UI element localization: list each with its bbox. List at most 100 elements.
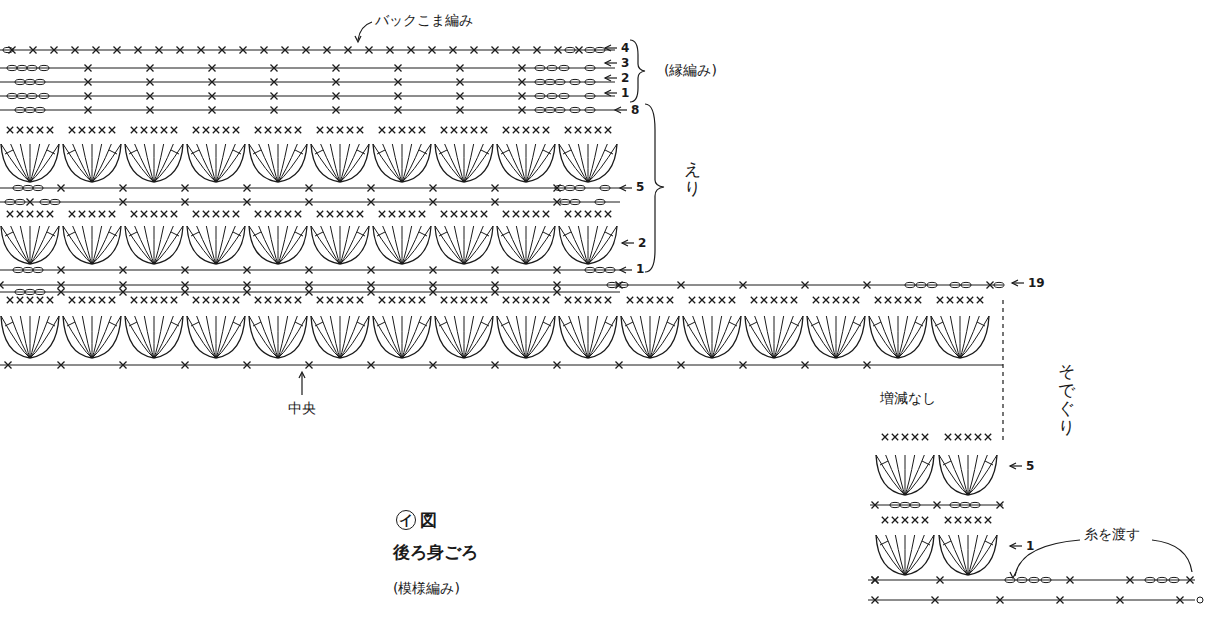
single-crochet-symbol [419,211,425,217]
treble-symbol [968,535,969,575]
single-crochet-symbol [872,577,879,584]
chain-symbol [1017,577,1027,582]
chain-symbol [15,289,25,294]
row-number: 1 [621,86,629,100]
single-crochet-symbol [430,267,437,274]
single-crochet-symbol [37,297,43,303]
chain-symbol [13,267,23,272]
shell-outline [869,316,898,358]
shell-outline [340,316,369,358]
treble-symbol [216,316,217,358]
chain-symbol [1157,577,1167,582]
treble-symbol [888,316,898,358]
chain-symbol [585,107,595,112]
stitch-line [5,232,13,236]
treble-symbol [92,316,93,358]
single-crochet-symbol [141,211,147,217]
treble-symbol [340,316,341,358]
treble-symbol [278,226,288,264]
shell-outline [373,144,402,182]
single-crochet-symbol [85,79,92,86]
stitch-line [67,232,75,236]
treble-symbol [886,455,905,495]
treble-symbol [30,144,31,182]
treble-symbol [340,144,369,182]
single-crochet-symbol [27,297,33,303]
single-crochet-symbol [554,282,561,289]
single-crochet-symbol [523,297,529,303]
single-crochet-symbol [182,362,189,369]
stitch-line [419,322,427,326]
single-crochet-symbol [771,297,777,303]
treble-symbol [578,316,588,358]
treble-symbol [311,226,340,264]
treble-symbol [392,316,402,358]
treble-symbol [73,226,92,264]
stitch-line [253,322,261,326]
chain-symbol [33,267,43,272]
treble-symbol [621,316,650,358]
single-crochet-symbol [399,211,405,217]
treble-symbol [216,144,226,182]
single-crochet-symbol [492,267,499,274]
single-crochet-symbol [368,282,375,289]
shell-outline [373,226,402,264]
single-crochet-symbol [616,362,623,369]
chain-symbol [15,199,25,204]
shell-outline [311,316,340,358]
stitch-line [377,150,385,154]
shell-outline [588,144,617,182]
treble-symbol [206,316,216,358]
treble-symbol [507,144,526,182]
single-crochet-symbol [58,289,65,296]
treble-symbol [73,144,92,182]
single-crochet-symbol [955,517,961,523]
row-number: 2 [621,71,629,85]
single-crochet-symbol [93,47,100,54]
shell-outline [1,144,30,182]
chain-symbol [555,185,565,190]
single-crochet-symbol [882,517,888,523]
treble-symbol [125,144,154,182]
single-crochet-symbol [347,127,353,133]
treble-symbol [836,316,837,358]
treble-symbol [905,455,906,495]
single-crochet-symbol [327,297,333,303]
shell-outline [526,144,555,182]
arrow-head [605,75,611,81]
chain-symbol [7,65,17,70]
treble-symbol [712,316,713,358]
treble-symbol [20,144,30,182]
chain-symbol [916,282,926,287]
single-crochet-symbol [271,93,278,100]
single-crochet-symbol [985,434,991,440]
single-crochet-symbol [519,79,526,86]
single-crochet-symbol [265,297,271,303]
single-crochet-symbol [120,185,127,192]
chain-symbol [1169,577,1179,582]
stitch-line [985,541,993,545]
treble-symbol [968,455,978,495]
single-crochet-symbol [368,267,375,274]
single-crochet-symbol [409,211,415,217]
single-crochet-symbol [333,93,340,100]
single-crochet-symbol [171,211,177,217]
single-crochet-symbol [585,297,591,303]
treble-symbol [206,144,216,182]
single-crochet-symbol [409,127,415,133]
treble-symbol [73,316,92,358]
treble-symbol [278,226,307,264]
shell-outline [497,226,526,264]
section-label: (縁編み) [664,62,717,79]
treble-symbol [383,144,402,182]
single-crochet-symbol [481,127,487,133]
single-crochet-symbol [872,502,879,509]
single-crochet-symbol [451,127,457,133]
single-crochet-symbol [399,297,405,303]
treble-symbol [879,316,898,358]
stitch-line [873,322,881,326]
treble-symbol [464,316,465,358]
treble-symbol [898,316,908,358]
single-crochet-symbol [471,47,478,54]
single-crochet-symbol [27,199,34,206]
